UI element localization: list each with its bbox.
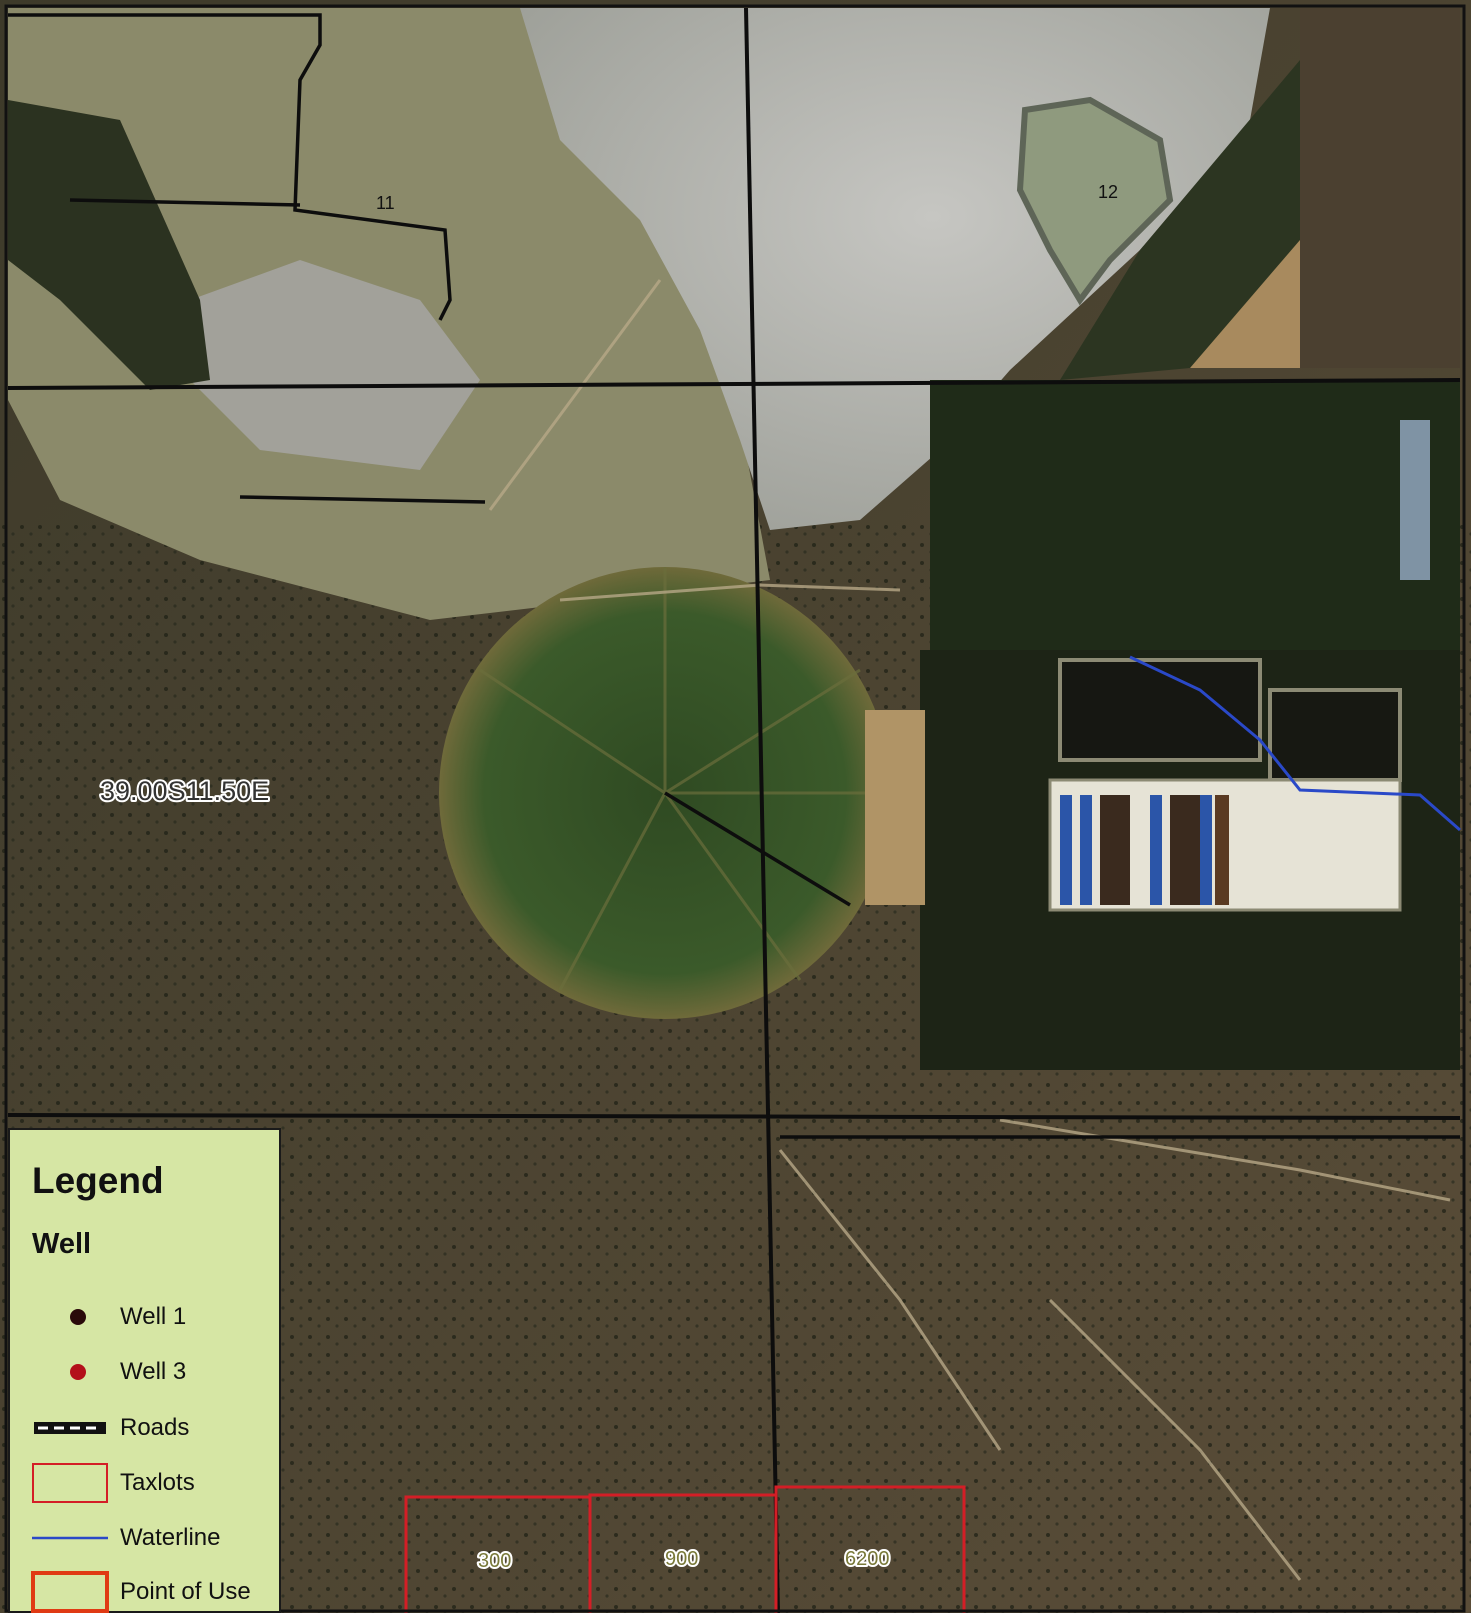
tan-strip [865, 710, 925, 905]
legend-item-well-1: Well 1 [10, 1295, 281, 1339]
taxlot-label-300: 300 [478, 1550, 511, 1572]
well-1-dot-icon [70, 1309, 86, 1325]
taxlots-box-icon [32, 1463, 108, 1503]
legend-label: Well 1 [120, 1303, 187, 1330]
barn-roofs [1060, 795, 1229, 905]
legend-panel: Legend Well Well 1 Well 3 Roads Taxlots … [8, 1128, 281, 1613]
dark-vegetation [8, 100, 210, 390]
legend-item-waterline: Waterline [10, 1516, 281, 1560]
section-label-12: 12 [1098, 182, 1118, 202]
waterline [1129, 655, 1461, 832]
dark-field-strip [1060, 60, 1300, 380]
well-3-dot-icon [70, 1364, 86, 1380]
legend-title: Legend [32, 1160, 164, 1201]
legend-item-taxlots: Taxlots [10, 1461, 281, 1505]
legend-label: Point of Use [120, 1578, 251, 1605]
farm-field-east [930, 380, 1460, 650]
roads [8, 13, 1460, 1139]
farm-field-ne [1300, 8, 1460, 368]
taxlot-boundaries [404, 1485, 966, 1613]
pasture-pen-2 [1268, 688, 1402, 782]
point-of-use-box-icon [31, 1571, 109, 1613]
township-label: 39.00S11.50E [100, 776, 269, 806]
legend-group-well: Well [32, 1228, 92, 1260]
buildings-ne [1400, 420, 1430, 580]
legend-label: Well 3 [120, 1358, 187, 1385]
pasture-pen [1058, 658, 1262, 762]
map-frame [4, 4, 1466, 1613]
roads-line-icon [34, 1422, 106, 1434]
section-label-11: 11 [376, 193, 395, 213]
legend-label: Taxlots [120, 1469, 195, 1496]
marsh-light [190, 260, 480, 470]
taxlot-label-6200: 6200 [845, 1548, 890, 1570]
legend-item-point-of-use: Point of Use [10, 1570, 281, 1614]
pivot-spokes [479, 567, 891, 991]
legend-label: Roads [120, 1414, 190, 1441]
legend-item-well-3: Well 3 [10, 1350, 281, 1394]
section-lines [7, 7, 1461, 1613]
lake-island [1016, 96, 1174, 306]
legend-label: Waterline [120, 1524, 221, 1551]
waterline-line-icon [32, 1536, 108, 1540]
taxlot-label-900: 900 [665, 1548, 698, 1570]
legend-item-roads: Roads [10, 1406, 281, 1450]
